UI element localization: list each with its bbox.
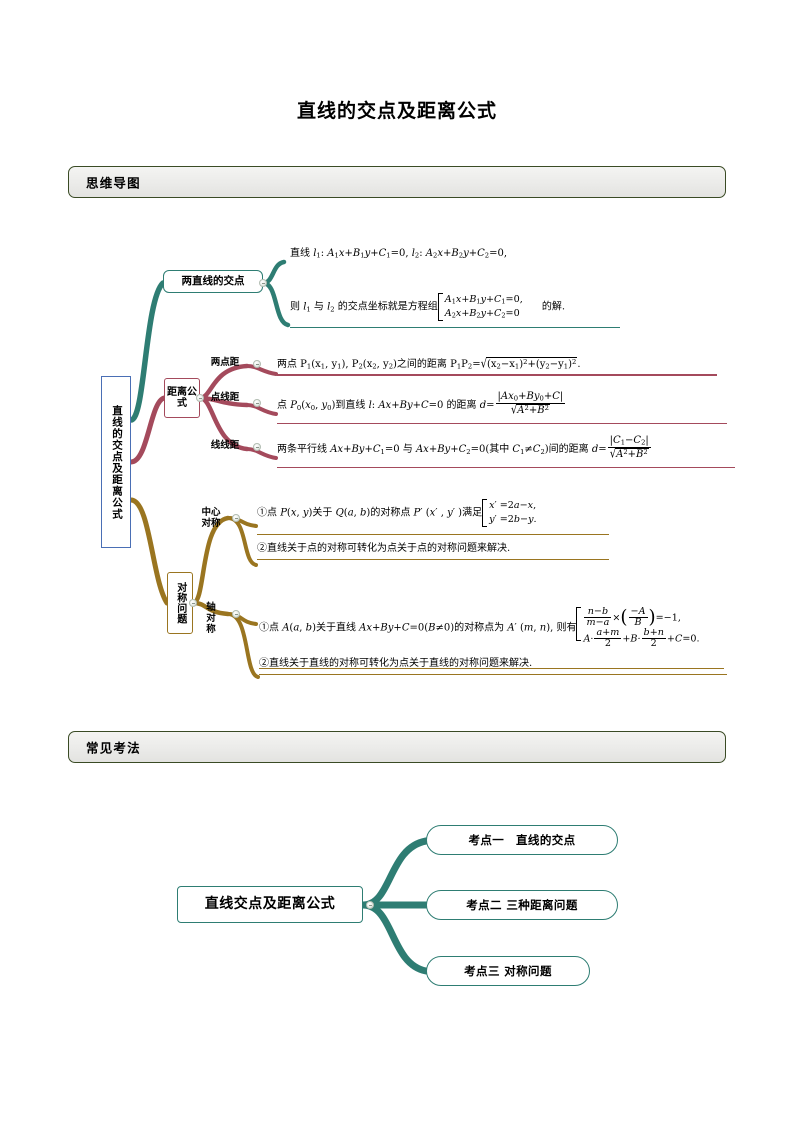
collapse-knob-line-line[interactable] [253, 443, 261, 451]
mindmap-node-intersection[interactable]: 两直线的交点 [163, 270, 263, 293]
exam-map-root-node[interactable]: 直线交点及距离公式 [177, 886, 363, 923]
mindmap-node-symmetry[interactable]: 对称问题 [167, 572, 193, 634]
page-title: 直线的交点及距离公式 [296, 100, 497, 122]
collapse-knob-exam-root[interactable] [366, 901, 374, 909]
mindmap-sublabel-axial-symmetry[interactable]: 轴对称 [206, 602, 216, 636]
content-axial-symmetry-item2: ②直线关于直线的对称可转化为点关于直线的对称问题来解决. [259, 658, 533, 669]
content-intersection-line1: 直线 l1: A1x+B1y+C1=0, l2: A2x+B2y+C2=0, [290, 248, 508, 260]
content-line-line-distance: 两条平行线 Ax+By+C1=0 与 Ax+By+C2=0(其中 C1≠C2)间… [277, 435, 735, 469]
collapse-knob-central-symmetry[interactable] [232, 514, 240, 522]
collapse-knob-distance[interactable] [196, 394, 204, 402]
content-two-point-distance: 两点 P1(x1, y1), P2(x2, y2)之间的距离 P1P2=√(x2… [277, 357, 717, 376]
section-banner-exam-label: 常见考法 [86, 740, 141, 756]
exam-map-leaf-2[interactable]: 考点二 三种距离问题 [426, 890, 618, 920]
mindmap-node-distance-formula[interactable]: 距离公式 [164, 378, 200, 418]
content-axial-symmetry-item1: ①点 A(a, b)关于直线 Ax+By+C=0(B≠0)的对称点为 A′ (m… [259, 606, 724, 670]
content-point-line-distance: 点 P0(x0, y0)到直线 l: Ax+By+C=0 的距离 d=|Ax0+… [277, 391, 727, 425]
collapse-knob-symmetry[interactable] [189, 599, 197, 607]
mindmap-sublabel-point-line-distance[interactable]: 点线距 [210, 392, 240, 403]
mindmap-sublabel-line-line-distance[interactable]: 线线距 [210, 440, 240, 451]
mindmap-sublabel-central-symmetry[interactable]: 中心对称 [201, 507, 221, 530]
underline-central-symmetry-item2 [257, 559, 609, 561]
collapse-knob-two-point[interactable] [253, 360, 261, 368]
collapse-knob-intersection[interactable] [259, 279, 267, 287]
underline-axial-symmetry-item2 [259, 674, 727, 676]
exam-map-leaf-1[interactable]: 考点一 直线的交点 [426, 825, 618, 855]
exam-map-leaf-3[interactable]: 考点三 对称问题 [426, 956, 590, 986]
mindmap-root-node[interactable]: 直线的交点及距离公式 [101, 376, 131, 548]
collapse-knob-point-line[interactable] [253, 399, 261, 407]
mindmap-sublabel-two-point-distance[interactable]: 两点距 [210, 357, 240, 368]
content-central-symmetry-item1: ①点 P(x, y)关于 Q(a, b)的对称点 P′ (x′ , y′ )满足… [257, 499, 609, 535]
mindmap-node-distance-formula-label: 距离公式 [167, 386, 197, 409]
content-central-symmetry-item2: ②直线关于点的对称可转化为点关于点的对称问题来解决. [257, 543, 511, 554]
section-banner-mindmap: 思维导图 [68, 166, 726, 198]
collapse-knob-axial-symmetry[interactable] [232, 610, 240, 618]
section-banner-mindmap-label: 思维导图 [86, 175, 141, 191]
section-banner-exam: 常见考法 [68, 731, 726, 763]
